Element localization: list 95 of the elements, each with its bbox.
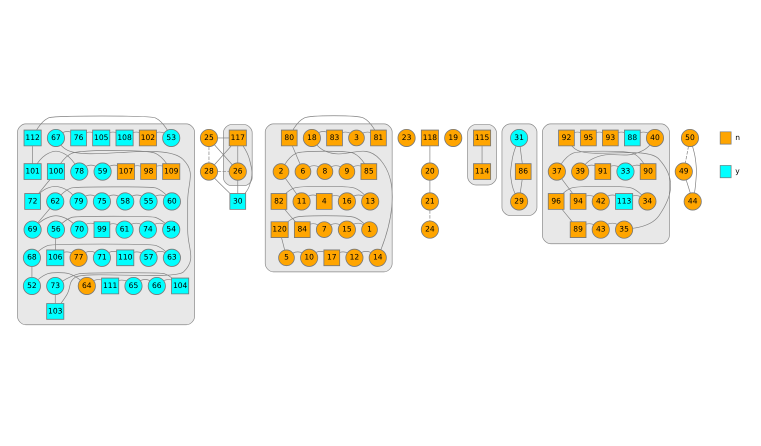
connector (342, 132, 350, 134)
connector (38, 215, 74, 224)
connector (154, 222, 165, 225)
connector (292, 252, 302, 254)
connector (330, 223, 340, 226)
connector (281, 237, 286, 250)
connector (86, 164, 96, 167)
connector (353, 222, 364, 225)
connector (38, 208, 50, 224)
connector (38, 244, 166, 252)
connector (131, 222, 142, 225)
connector (586, 164, 596, 167)
connector (586, 223, 594, 225)
connector (310, 223, 318, 226)
connector (36, 116, 168, 131)
connector (332, 195, 340, 197)
connector (562, 186, 642, 196)
connector (316, 144, 393, 250)
connector (64, 252, 72, 254)
connector (308, 165, 319, 168)
cluster (17, 124, 195, 326)
connector (237, 180, 238, 194)
connector (208, 146, 210, 164)
connector (288, 215, 364, 224)
connector (140, 279, 150, 281)
connector (308, 194, 317, 196)
cluster (542, 124, 670, 244)
cluster (502, 124, 538, 216)
connector (60, 186, 166, 196)
connector (607, 222, 618, 225)
connector (610, 165, 619, 167)
connector (132, 194, 142, 196)
connector (586, 195, 594, 197)
connector (284, 209, 296, 222)
connector (108, 194, 119, 196)
connector (562, 209, 572, 222)
connector (510, 146, 516, 194)
connector (618, 132, 625, 133)
connector (156, 132, 164, 134)
connector (560, 150, 644, 164)
connector (62, 131, 71, 133)
connector (316, 251, 324, 253)
connector (292, 115, 376, 130)
connector (39, 186, 74, 196)
connector (118, 280, 127, 282)
connector (574, 132, 581, 133)
connector (163, 279, 172, 281)
connector (36, 150, 76, 164)
connector (155, 194, 166, 196)
connector (155, 251, 166, 253)
connector (607, 194, 616, 196)
connector (352, 165, 362, 168)
connector (584, 144, 650, 165)
connector (85, 194, 96, 196)
connector (217, 171, 230, 172)
connector (361, 251, 372, 253)
connector (339, 252, 348, 254)
connector (520, 146, 523, 164)
connector (330, 165, 341, 168)
cluster (467, 124, 497, 186)
connector (86, 132, 93, 133)
connector (286, 186, 365, 196)
connector (596, 132, 603, 133)
connector (318, 131, 327, 133)
connector (55, 238, 56, 250)
connector (684, 146, 689, 164)
connector (60, 150, 167, 164)
connector (242, 146, 252, 194)
connector (292, 146, 300, 164)
connector (640, 132, 648, 134)
connector (353, 194, 364, 196)
cluster (223, 124, 253, 186)
connector (38, 179, 50, 194)
connector (85, 251, 96, 253)
connector (108, 251, 117, 253)
connector (214, 178, 230, 194)
connector (284, 150, 365, 165)
connector (692, 146, 697, 194)
connector (62, 216, 166, 224)
connector (237, 146, 238, 164)
connector (110, 223, 118, 225)
connector (285, 178, 298, 194)
connector (561, 178, 573, 194)
connector (38, 272, 81, 280)
connector (110, 132, 116, 133)
connector (520, 179, 522, 194)
connector (686, 180, 691, 194)
connector (134, 252, 142, 254)
connector (32, 146, 33, 164)
connector (632, 195, 641, 197)
connector (62, 272, 172, 282)
connector (93, 279, 102, 281)
connector (132, 132, 140, 133)
connector (362, 132, 371, 134)
connector (86, 222, 94, 225)
